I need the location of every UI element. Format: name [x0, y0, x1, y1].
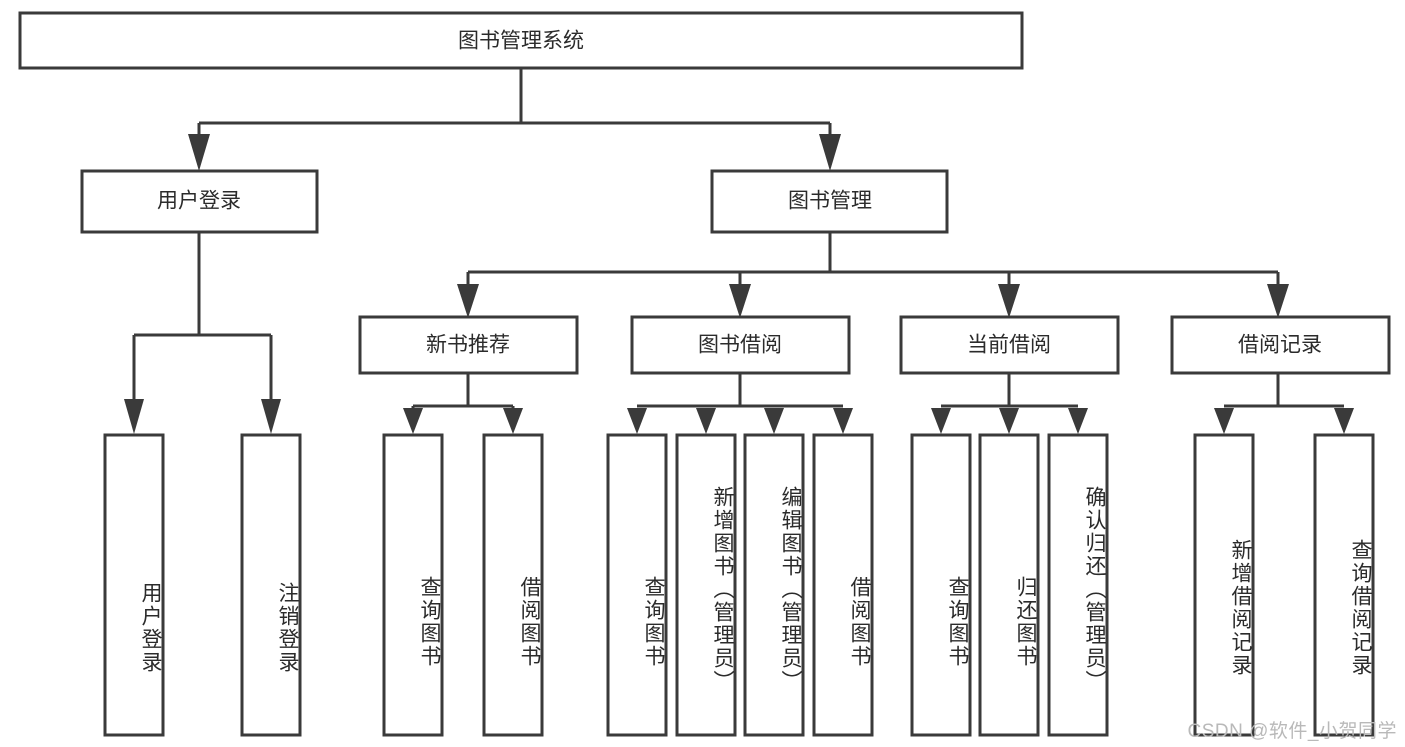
arrow-head-icon-book-mgmt	[819, 134, 841, 171]
arrow-head-icon-leaf-10	[999, 408, 1019, 434]
arrow-head-icon-leaf-8	[833, 408, 853, 434]
arrow-head-icon-leaf-13	[1334, 408, 1354, 434]
node-user-login-box[interactable]	[80, 169, 319, 234]
leaf-box-10[interactable]	[978, 433, 1040, 737]
leaf-box-13[interactable]	[1313, 433, 1375, 737]
arrow-head-icon-borrow	[729, 284, 751, 318]
leaf-box-6[interactable]	[675, 433, 737, 737]
leaf-box-2[interactable]	[240, 433, 302, 737]
leaf-box-9[interactable]	[910, 433, 972, 737]
arrow-head-icon-current	[998, 284, 1020, 318]
nodes-layer: 图书管理系统 用户登录 图书管理 新书推荐 图书借阅 当前借阅 借阅记录	[18, 11, 1391, 737]
node-current-borrow-label: 当前借阅	[967, 334, 1051, 357]
leaf-box-12[interactable]	[1193, 433, 1255, 737]
edges-layer	[124, 68, 1354, 434]
arrow-head-icon-leaf-3	[403, 408, 423, 434]
arrow-head-icon-newbook	[457, 284, 479, 318]
arrow-head-icon-user-login	[188, 134, 210, 171]
leaf-box-8[interactable]	[812, 433, 874, 737]
leaf-box-5[interactable]	[606, 433, 668, 737]
node-user-login-label: 用户登录	[157, 190, 241, 213]
node-book-borrow-label: 图书借阅	[698, 334, 782, 357]
node-book-mgmt-box[interactable]	[710, 169, 949, 234]
leaf-box-7[interactable]	[743, 433, 805, 737]
node-borrow-record-label: 借阅记录	[1238, 334, 1322, 357]
node-root-box[interactable]	[18, 11, 1024, 70]
leaf-box-3[interactable]	[382, 433, 444, 737]
leaf-box-11[interactable]	[1047, 433, 1109, 737]
arrow-head-icon-leaf-4	[503, 408, 523, 434]
csdn-watermark: CSDN @软件_小贺同学	[1187, 721, 1397, 742]
arrow-head-icon-leaf-1	[124, 399, 144, 434]
node-current-borrow-box[interactable]	[899, 315, 1120, 375]
node-new-book-box[interactable]	[358, 315, 579, 375]
node-book-borrow-box[interactable]	[630, 315, 851, 375]
arrow-head-icon-leaf-9	[931, 408, 951, 434]
arrow-head-icon-records	[1267, 284, 1289, 318]
node-book-mgmt-label: 图书管理	[788, 190, 872, 213]
arrow-head-icon-leaf-11	[1068, 408, 1088, 434]
node-root-label: 图书管理系统	[458, 30, 584, 53]
leaf-box-4[interactable]	[482, 433, 544, 737]
node-borrow-record-box[interactable]	[1170, 315, 1391, 375]
arrow-head-icon-leaf-5	[627, 408, 647, 434]
node-new-book-label: 新书推荐	[426, 334, 510, 357]
arrow-head-icon-leaf-2	[261, 399, 281, 434]
arrow-head-icon-leaf-7	[764, 408, 784, 434]
arrow-head-icon-leaf-12	[1214, 408, 1234, 434]
leaf-box-1[interactable]	[103, 433, 165, 737]
arrow-head-icon-leaf-6	[696, 408, 716, 434]
